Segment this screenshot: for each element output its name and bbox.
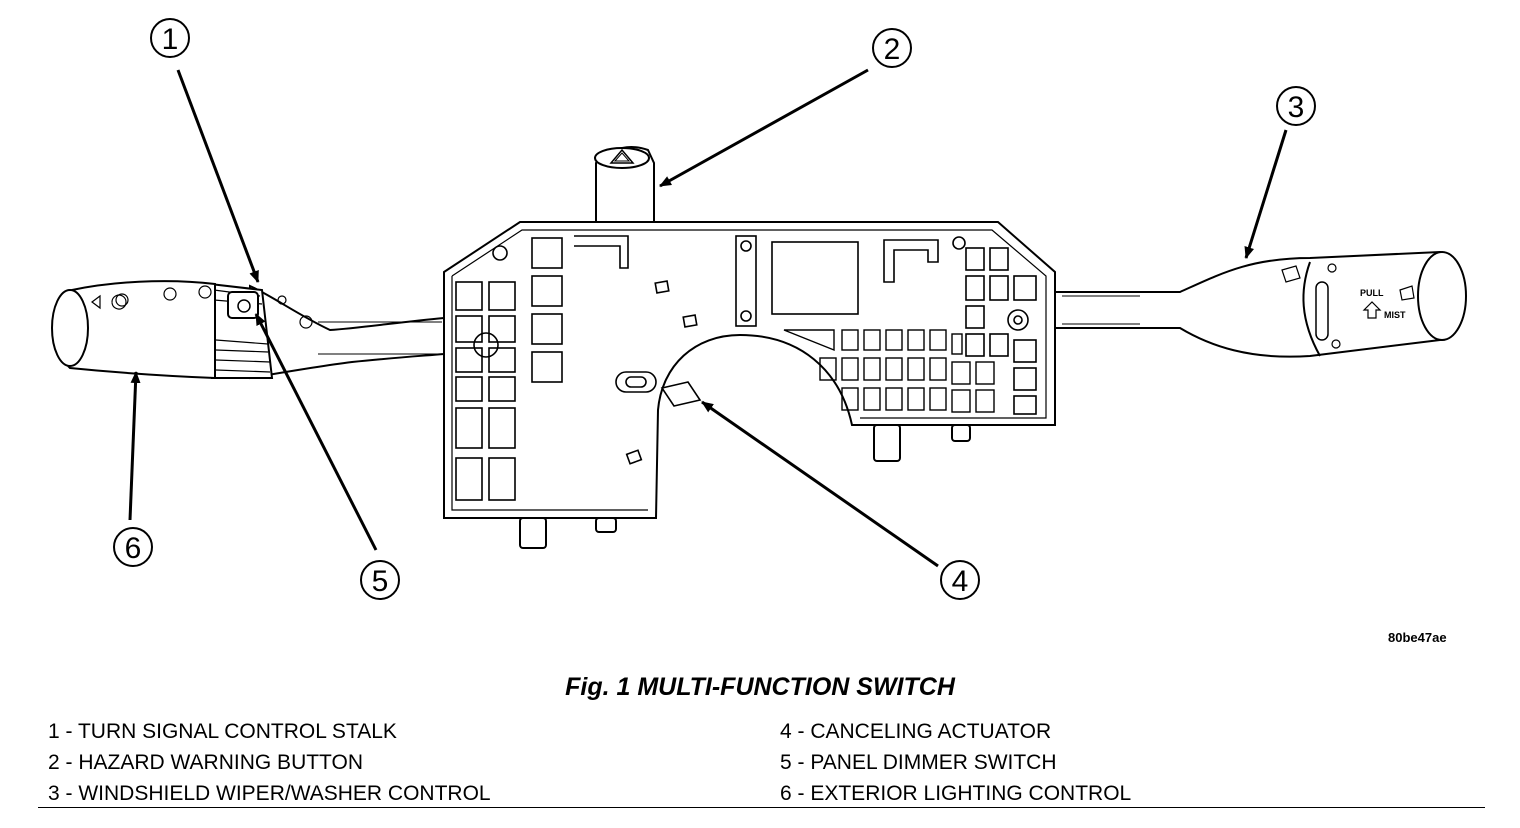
- arrow-5: [254, 313, 378, 551]
- figure-title: Fig. 1 MULTI-FUNCTION SWITCH: [565, 673, 955, 701]
- callout-3: 3: [1276, 86, 1316, 126]
- wiper-washer-stalk: [1054, 250, 1467, 358]
- housing-grid-rows: [783, 329, 995, 413]
- arrow-3: [1244, 129, 1288, 259]
- callout-4: 4: [940, 560, 980, 600]
- legend-item-2: 2 - HAZARD WARNING BUTTON: [48, 751, 364, 774]
- legend-left-column: 1 - TURN SIGNAL CONTROL STALK 2 - HAZARD…: [48, 716, 491, 809]
- svg-text:3: 3: [1288, 91, 1305, 124]
- svg-text:2: 2: [884, 33, 901, 66]
- figure-code: 80be47ae: [1388, 630, 1447, 645]
- svg-text:4: 4: [952, 565, 969, 598]
- turn-signal-stalk: [51, 280, 445, 380]
- legend-item-3: 3 - WINDSHIELD WIPER/WASHER CONTROL: [48, 782, 491, 805]
- multi-function-switch-diagram: PULL MIST 1 2 3 4 5 6: [51, 18, 1467, 600]
- arrow-4: [701, 400, 939, 568]
- switch-housing: [443, 146, 1056, 549]
- legend-item-5: 5 - PANEL DIMMER SWITCH: [780, 751, 1057, 774]
- callout-2: 2: [872, 28, 912, 68]
- housing-right-cells: [883, 236, 1037, 415]
- arrow-2: [659, 68, 869, 188]
- callout-6: 6: [113, 527, 153, 567]
- legend-right-column: 4 - CANCELING ACTUATOR 5 - PANEL DIMMER …: [780, 716, 1131, 809]
- housing-left-cells: [455, 235, 629, 501]
- callout-1: 1: [150, 18, 190, 58]
- svg-text:1: 1: [162, 23, 179, 56]
- svg-text:5: 5: [372, 565, 389, 598]
- housing-center-details: [615, 235, 859, 465]
- arrow-6: [128, 371, 141, 521]
- legend-item-6: 6 - EXTERIOR LIGHTING CONTROL: [780, 782, 1132, 805]
- arrow-1: [176, 69, 260, 283]
- mist-label: MIST: [1384, 310, 1406, 320]
- legend-item-4: 4 - CANCELING ACTUATOR: [780, 720, 1052, 743]
- legend-item-1: 1 - TURN SIGNAL CONTROL STALK: [48, 720, 397, 743]
- callout-5: 5: [360, 560, 400, 600]
- bottom-rule: [38, 807, 1485, 808]
- leader-arrows: [128, 68, 1288, 568]
- svg-text:6: 6: [125, 532, 142, 565]
- pull-label: PULL: [1360, 288, 1384, 298]
